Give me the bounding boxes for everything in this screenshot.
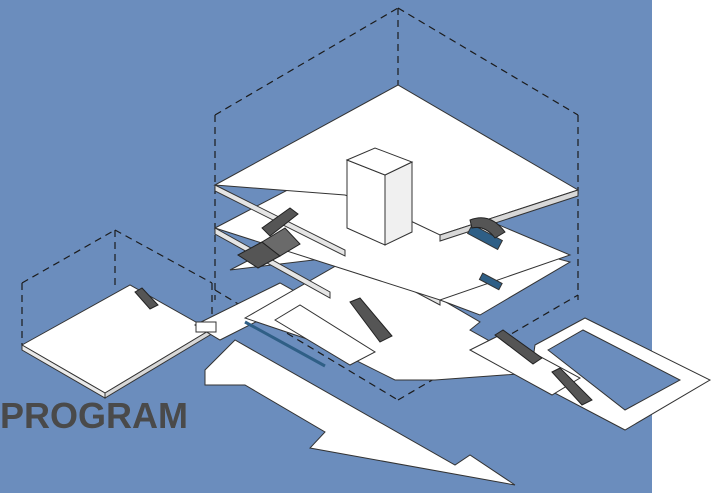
- stair-upper-left: [237, 207, 301, 269]
- ground-floor-inner-wall: [274, 304, 377, 366]
- stair-pavilion: [134, 287, 159, 310]
- glass-panel-upper: [466, 223, 504, 251]
- arrow-slab: [204, 339, 516, 486]
- stair-middle: [349, 297, 393, 343]
- stair-pool-upper: [494, 329, 543, 365]
- terrace-slab: [468, 334, 582, 396]
- level-3-edge: [214, 227, 331, 299]
- pavilion-slab-edge-right: [104, 329, 211, 399]
- corridor-steps: [195, 321, 217, 333]
- stair-curved-right: [469, 217, 506, 239]
- core-tower-top: [345, 147, 414, 176]
- ground-floor-glass: [244, 320, 326, 368]
- dashed-volume-outlines: [21, 7, 579, 401]
- pool-water: [547, 329, 682, 411]
- core-tower-side: [384, 161, 413, 246]
- glass-panel-lower: [478, 272, 503, 291]
- program-label: PROGRAM: [0, 395, 188, 436]
- stair-pool-lower: [551, 367, 593, 406]
